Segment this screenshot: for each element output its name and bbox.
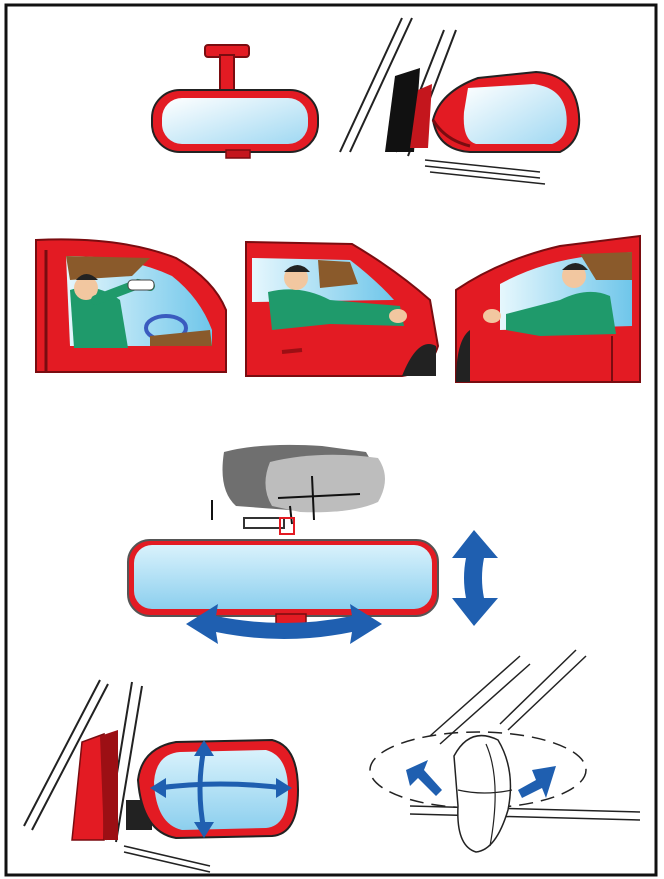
mirror-adjustment-illustration xyxy=(0,0,664,879)
illustration-page xyxy=(0,0,664,879)
